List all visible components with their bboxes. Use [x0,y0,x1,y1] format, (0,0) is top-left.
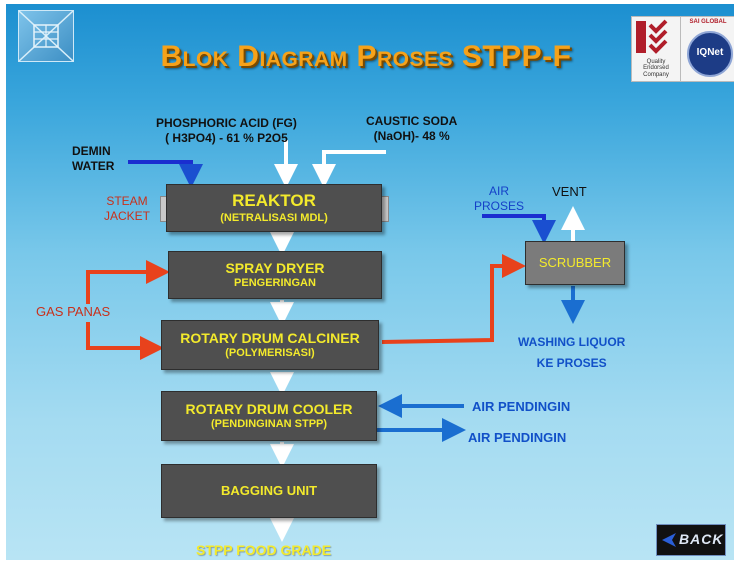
back-button[interactable]: BACK [656,524,726,556]
washing-liquor-label: WASHING LIQUOR KE PROSES [518,335,626,370]
reaktor-title: REAKTOR [232,191,316,211]
back-arrow-icon [662,533,676,547]
reaktor-box: REAKTOR (NETRALISASI MDL) [166,184,382,232]
gas-panas-to-calciner-arrow [86,322,164,360]
air-pendingin-out-label: AIR PENDINGIN [468,430,567,445]
sai-global-label: SAI GLOBAL [689,19,727,25]
quality-endorsed-logo: Quality Endorsed Company [631,16,681,82]
cooler-subtitle: (PENDINGINAN STPP) [210,417,328,430]
demin-water-label: DEMIN WATER [72,144,115,173]
company-label: Company [643,71,669,78]
phosphoric-acid-label: PHOSPHORIC ACID (FG) ( H3PO4) - 61 % P2O… [156,116,297,145]
menu-icon[interactable] [18,10,74,62]
bagging-title: BAGGING UNIT [220,483,318,499]
reaktor-subtitle: (NETRALISASI MDL) [220,211,328,224]
vent-label: VENT [552,184,587,199]
air-proses-label: AIR PROSES [474,184,525,213]
spray-dryer-box: SPRAY DRYER PENGERINGAN [168,251,382,299]
diagram-title: Blok Diagram Proses STPP-F [160,40,572,73]
slide: Blok Diagram Proses STPP-F Quality Endor… [6,4,734,560]
gas-panas-label: GAS PANAS [36,304,111,319]
output-label: STPP FOOD GRADE [196,542,332,558]
steam-jacket-right [381,196,389,222]
gas-panas-to-dryer-arrow [86,260,170,304]
calciner-title: ROTARY DRUM CALCINER [180,330,360,346]
iqnet-label: IQNet [696,47,724,58]
endorsed-label: Endorsed [643,65,669,72]
cooler-box: ROTARY DRUM COOLER (PENDINGINAN STPP) [161,391,377,441]
cooler-title: ROTARY DRUM COOLER [185,401,353,417]
calciner-box: ROTARY DRUM CALCINER (POLYMERISASI) [161,320,379,370]
air-proses-arrow [482,214,556,244]
sai-global-logo: SAI GLOBAL IQNet [680,16,734,82]
back-label: BACK [679,531,724,547]
air-pendingin-in-label: AIR PENDINGIN [472,399,571,414]
iqnet-badge: IQNet [687,31,733,77]
steam-jacket-label: STEAM JACKET [104,194,151,223]
spray-dryer-title: SPRAY DRYER [225,260,325,276]
scrubber-title: SCRUBBER [538,255,612,271]
caustic-soda-label: CAUSTIC SODA (NaOH)- 48 % [366,114,458,143]
scrubber-box: SCRUBBER [525,241,625,285]
demin-water-arrow [128,160,203,188]
spray-dryer-subtitle: PENGERINGAN [234,276,316,289]
quality-label: Quality [646,59,666,65]
calciner-to-scrubber-arrow [381,254,526,344]
bagging-box: BAGGING UNIT [161,464,377,518]
flow-arrows [86,140,585,542]
caustic-soda-arrow [312,150,386,188]
calciner-subtitle: (POLYMERISASI) [225,346,315,359]
